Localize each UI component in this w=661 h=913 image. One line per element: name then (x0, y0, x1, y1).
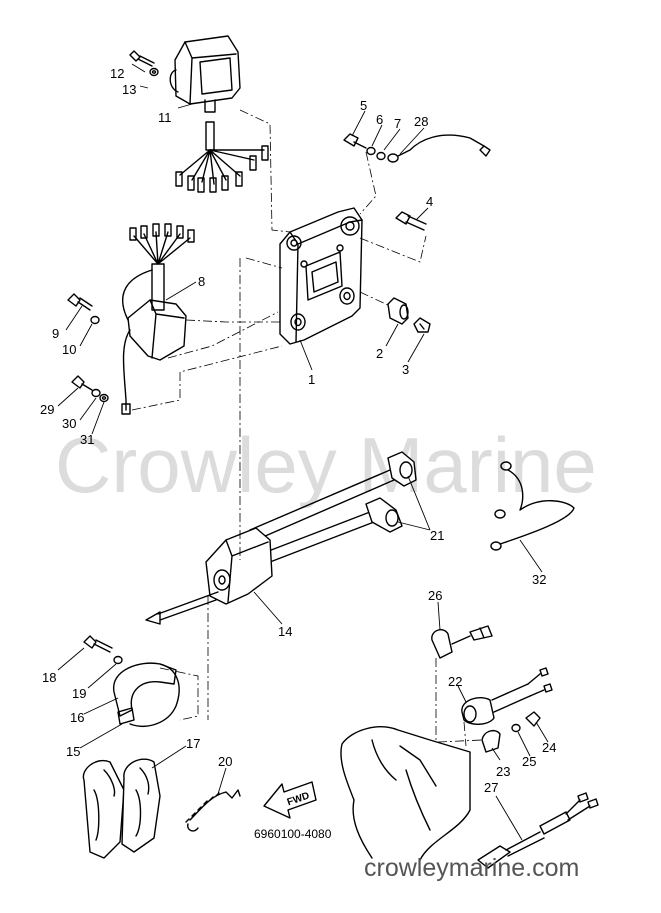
watermark: Crowley Marine (55, 421, 597, 509)
part-6-washer[interactable] (366, 146, 376, 156)
part-25-washer[interactable] (511, 723, 521, 733)
callout-1: 1 (308, 372, 315, 387)
part-20-clip[interactable] (185, 789, 241, 832)
part-24-bolt[interactable] (525, 711, 541, 727)
callout-13: 13 (122, 82, 136, 97)
callout-2: 2 (376, 346, 383, 361)
site-url: crowleymarine.com (364, 854, 579, 882)
callout-22: 22 (448, 674, 462, 689)
callout-6: 6 (376, 112, 383, 127)
part-4-bolt[interactable] (395, 211, 427, 231)
part-19-washer[interactable] (113, 655, 123, 665)
callout-21: 21 (430, 528, 444, 543)
callout-28: 28 (414, 114, 428, 129)
part-17-cover[interactable] (82, 758, 161, 859)
callout-18: 18 (42, 670, 56, 685)
callout-7: 7 (394, 116, 401, 131)
callout-19: 19 (72, 686, 86, 701)
part-27-wire-lead[interactable] (477, 792, 599, 869)
callout-11: 11 (158, 110, 172, 125)
part-9-bolt[interactable] (67, 293, 93, 311)
callout-16: 16 (70, 710, 84, 725)
part-10-washer[interactable] (90, 315, 100, 325)
part-1-bracket[interactable] (279, 207, 363, 345)
callout-29: 29 (40, 402, 54, 417)
part-26-clamp[interactable] (431, 629, 471, 659)
part-32-ground-lead[interactable] (490, 461, 575, 551)
part-12-bolt[interactable] (129, 50, 155, 67)
part-29-bolt[interactable] (71, 375, 93, 391)
part-26-bolt[interactable] (469, 625, 493, 641)
callout-4: 4 (426, 194, 433, 209)
assembly-lines (131, 109, 483, 747)
part-30-washer[interactable] (91, 388, 101, 398)
engine-block-outline (340, 726, 471, 861)
part-28-ground-lead[interactable] (387, 134, 491, 163)
part-8-ignition-coil[interactable] (121, 223, 195, 415)
callout-12: 12 (110, 66, 124, 81)
part-7-washer[interactable] (376, 151, 386, 161)
part-2-collar[interactable] (387, 297, 409, 325)
callout-30: 30 (62, 416, 76, 431)
part-23-bracket[interactable] (481, 729, 501, 753)
forward-arrow-icon: FWD (263, 781, 317, 819)
callout-15: 15 (66, 744, 80, 759)
callout-25: 25 (522, 754, 536, 769)
callout-10: 10 (62, 342, 76, 357)
callout-9: 9 (52, 326, 59, 341)
drawing-code: 6960100-4080 (254, 827, 332, 841)
leader-lines (57, 63, 549, 841)
part-14-ignition-coil[interactable] (145, 527, 273, 625)
callout-5: 5 (360, 98, 367, 113)
callout-24: 24 (542, 740, 556, 755)
part-16-clamp[interactable] (113, 662, 180, 727)
part-31-washer[interactable] (99, 393, 109, 403)
callout-14: 14 (278, 624, 292, 639)
part-5-bolt[interactable] (343, 133, 367, 149)
part-3-bolt[interactable] (413, 317, 431, 333)
part-15-clamp-plate[interactable] (117, 707, 135, 725)
callout-8: 8 (198, 274, 205, 289)
callout-26: 26 (428, 588, 442, 603)
part-22-switch[interactable] (461, 667, 553, 725)
callout-31: 31 (80, 432, 94, 447)
part-13-washer[interactable] (149, 67, 159, 77)
callout-27: 27 (484, 780, 498, 795)
callout-labels: 1 2 3 4 5 6 7 8 9 10 11 12 13 14 15 16 1… (40, 66, 556, 795)
callout-3: 3 (402, 362, 409, 377)
part-11-cdi-unit[interactable] (169, 35, 269, 193)
callout-20: 20 (218, 754, 232, 769)
callout-17: 17 (186, 736, 200, 751)
callout-32: 32 (532, 572, 546, 587)
part-18-bolt[interactable] (83, 635, 113, 653)
callout-23: 23 (496, 764, 510, 779)
